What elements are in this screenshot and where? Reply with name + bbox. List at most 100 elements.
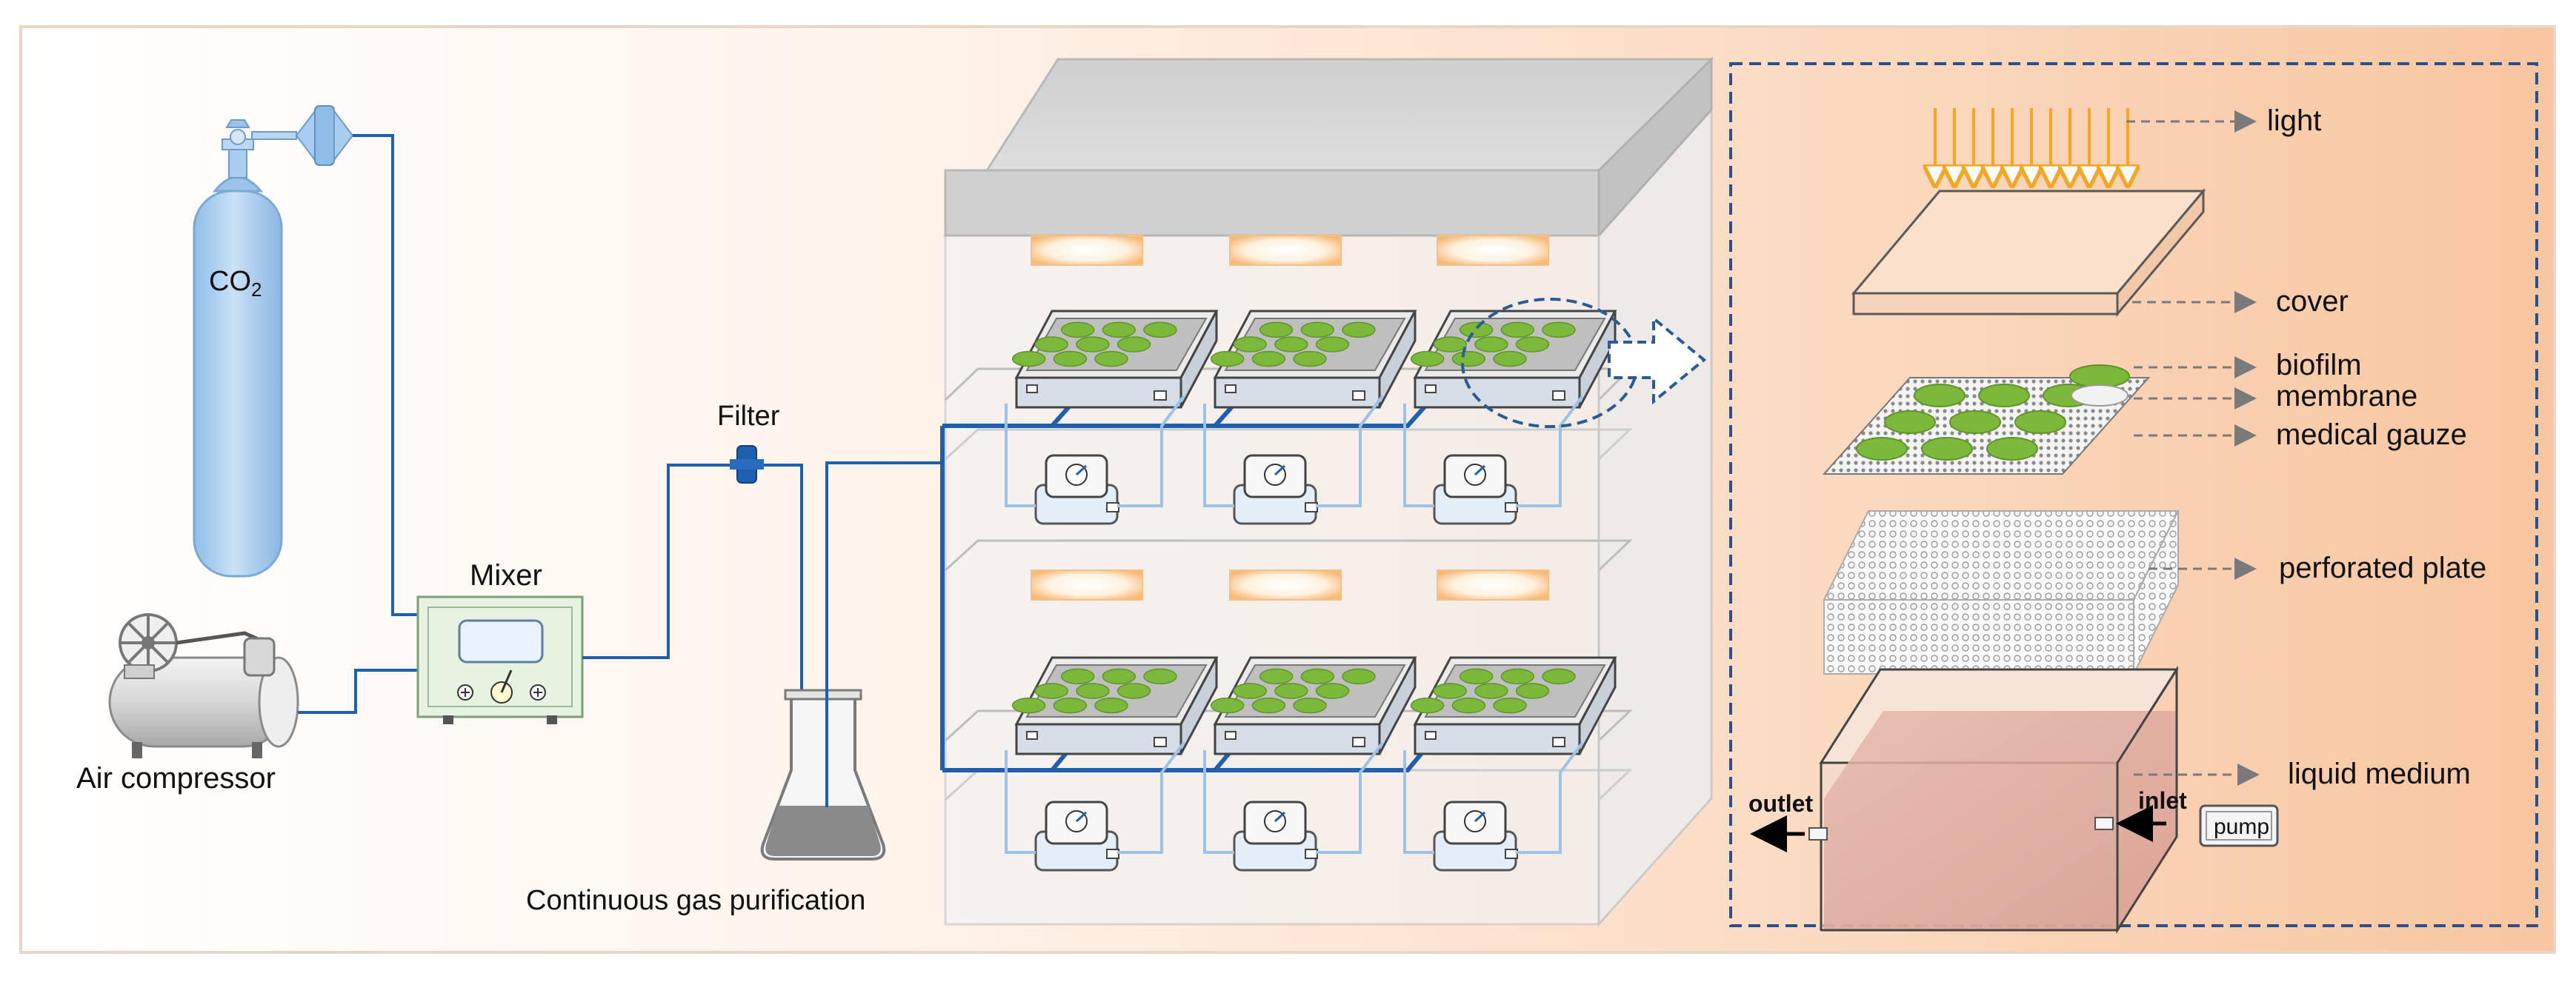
peristaltic-pump — [1403, 395, 1584, 525]
tray-biofilm-disc — [1076, 683, 1110, 699]
tray-biofilm-disc — [1259, 668, 1294, 685]
filter-label: Filter — [717, 401, 780, 432]
outlet-label: outlet — [1748, 790, 1813, 817]
tray-biofilm-disc — [1274, 336, 1308, 353]
tray-biofilm-disc — [1315, 683, 1350, 699]
tray-biofilm-disc — [1500, 668, 1535, 685]
biofilm-label: biofilm — [2276, 349, 2362, 381]
tray-biofilm-disc — [1076, 336, 1110, 353]
mixer-device — [416, 595, 584, 724]
biofilm-discs — [1856, 384, 2094, 461]
peristaltic-pumps — [1005, 395, 1584, 872]
tray-biofilm-disc — [1210, 350, 1245, 367]
reactor-tray — [1410, 310, 1617, 409]
perforated-plate — [1823, 510, 2180, 675]
reactor-trays — [1011, 310, 1617, 755]
perforated-plate-label: perforated plate — [2279, 552, 2486, 584]
tray-biofilm-disc — [1251, 350, 1286, 367]
co2-gas-line — [353, 134, 421, 616]
label-leaders — [2126, 110, 2260, 786]
peristaltic-pump — [1203, 395, 1384, 525]
tray-biofilm-disc — [1060, 668, 1095, 685]
membrane-label: membrane — [2276, 380, 2417, 412]
grow-lights — [1031, 235, 1549, 601]
tray-biofilm-disc — [1300, 321, 1335, 338]
gas-purification-flask — [760, 689, 886, 861]
tray-biofilm-disc — [1293, 697, 1327, 714]
tray-biofilm-disc — [1300, 668, 1335, 685]
tray-biofilm-disc — [1451, 350, 1486, 367]
tray-biofilm-disc — [1116, 336, 1151, 353]
reactor-tray — [1011, 656, 1219, 755]
tray-biofilm-disc — [1451, 697, 1486, 714]
tray-biofilm-disc — [1474, 683, 1508, 699]
tray-biofilm-disc — [1034, 336, 1068, 353]
air-compressor-label: Air compressor — [76, 762, 276, 795]
tray-biofilm-disc — [1493, 350, 1527, 367]
tray-biofilm-disc — [1210, 697, 1245, 714]
reactor-tray — [1210, 310, 1417, 409]
tray-biofilm-disc — [1274, 683, 1308, 699]
air-gas-line — [298, 669, 421, 714]
tray-biofilm-disc — [1233, 336, 1267, 353]
tray-biofilm-disc — [1011, 697, 1046, 714]
reactor-tray — [1210, 656, 1417, 755]
cover-label: cover — [2276, 285, 2349, 318]
tray-biofilm-disc — [1094, 697, 1128, 714]
tray-biofilm-disc — [1094, 350, 1128, 367]
tray-biofilm-disc — [1459, 321, 1494, 338]
peristaltic-pump — [1005, 741, 1185, 872]
light-label: light — [2267, 104, 2321, 137]
membrane-disc — [2071, 384, 2129, 407]
tray-biofilm-disc — [1493, 697, 1527, 714]
tray-biofilm-disc — [1143, 321, 1177, 338]
tray-biofilm-disc — [1542, 668, 1576, 685]
tray-biofilm-disc — [1500, 321, 1535, 338]
tray-biofilm-disc — [1315, 336, 1350, 353]
reactor-tray — [1011, 310, 1219, 409]
tray-biofilm-disc — [1515, 683, 1550, 699]
cover — [1851, 187, 2206, 318]
tray-biofilm-disc — [1251, 697, 1286, 714]
liquid-tray — [1808, 665, 2179, 935]
tray-biofilm-disc — [1102, 321, 1136, 338]
tray-biofilm-disc — [1515, 336, 1550, 353]
tray-biofilm-disc — [1459, 668, 1494, 685]
peristaltic-pump — [1005, 395, 1185, 525]
air-compressor — [108, 613, 299, 758]
flask-outlet-line — [825, 461, 942, 807]
peristaltic-pump — [1203, 741, 1384, 872]
tray-biofilm-disc — [1433, 336, 1467, 353]
medical-gauze-label: medical gauze — [2276, 418, 2467, 451]
tray-biofilm-disc — [1542, 321, 1576, 338]
tray-biofilm-disc — [1034, 683, 1068, 699]
tray-biofilm-disc — [1053, 697, 1088, 714]
tray-biofilm-disc — [1410, 697, 1445, 714]
gas-purification-label: Continuous gas purification — [526, 885, 865, 916]
tray-biofilm-disc — [1259, 321, 1294, 338]
inlet-label: inlet — [2138, 787, 2187, 814]
peristaltic-pump — [1403, 741, 1584, 872]
tray-biofilm-disc — [1102, 668, 1136, 685]
tray-biofilm-disc — [1293, 350, 1327, 367]
tray-biofilm-disc — [1342, 668, 1376, 685]
reactor-tray — [1410, 656, 1617, 755]
tray-biofilm-disc — [1143, 668, 1177, 685]
tray-biofilm-disc — [1410, 350, 1445, 367]
tray-biofilm-disc — [1011, 350, 1046, 367]
pump-box — [2199, 804, 2279, 847]
liquid-medium-label: liquid medium — [2288, 758, 2471, 790]
mixer-label: Mixer — [470, 559, 542, 592]
tray-biofilm-disc — [1433, 683, 1467, 699]
mixer-output-line — [582, 464, 803, 807]
co2-cylinder — [193, 105, 354, 578]
co2-label: CO2 — [209, 266, 262, 301]
biofilm-disc-detail — [2069, 364, 2130, 388]
zoom-arrow — [1608, 315, 1707, 405]
tray-biofilm-disc — [1474, 336, 1508, 353]
tray-biofilm-disc — [1060, 321, 1095, 338]
tray-biofilm-disc — [1342, 321, 1376, 338]
tray-biofilm-disc — [1233, 683, 1267, 699]
